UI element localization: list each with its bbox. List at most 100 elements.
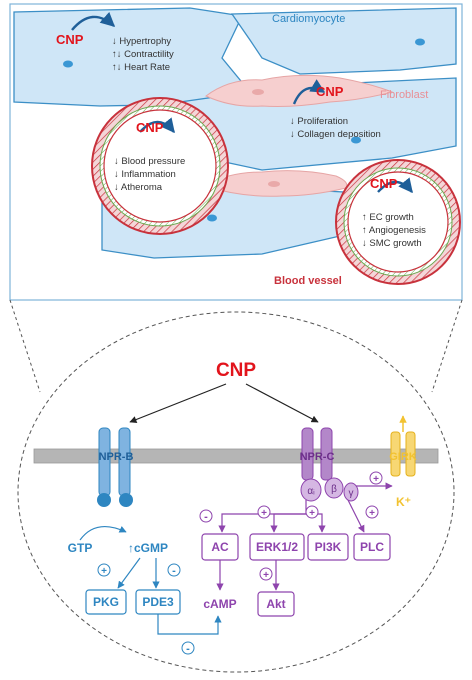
cgmp-to-pkg-arrow bbox=[117, 557, 141, 589]
npr-b-receptor: NPR-B bbox=[97, 427, 134, 507]
erk-label: ERK1/2 bbox=[256, 540, 298, 554]
nucleus bbox=[252, 89, 264, 95]
cnp-label: CNP bbox=[370, 176, 398, 191]
vessel-left-cnp-group: CNP ↓ Blood pressure ↓ Inflammation ↓ At… bbox=[114, 117, 185, 193]
cgmp-label: ↑cGMP bbox=[128, 541, 168, 555]
autocrine-arrow bbox=[139, 117, 175, 134]
effect-text: ↓ SMC growth bbox=[362, 238, 422, 249]
cnp-to-nprc-arrow bbox=[245, 383, 319, 423]
plus-sign bbox=[369, 471, 383, 485]
blood-vessel-left bbox=[91, 97, 229, 235]
effect-text: ↑ EC growth bbox=[362, 212, 414, 223]
girk-label: GIRK bbox=[389, 451, 417, 463]
minus-sign-text: - bbox=[172, 565, 176, 577]
plc-label: PLC bbox=[360, 540, 384, 554]
cardio-cnp-group: CNP ↓ Hypertrophy ↑↓ Contractility ↑↓ He… bbox=[56, 11, 174, 73]
plus-sign-text: + bbox=[263, 570, 269, 581]
effect-text: ↓ Atheroma bbox=[114, 182, 163, 193]
fibroblasts bbox=[202, 74, 394, 197]
g-beta-subunit bbox=[324, 477, 344, 499]
bg-to-plc-arrow bbox=[347, 499, 365, 533]
minus-sign bbox=[167, 563, 181, 577]
plus-sign-text: + bbox=[101, 566, 107, 577]
zoom-line-left bbox=[9, 299, 41, 393]
effect-text: ↑↓ Heart Rate bbox=[112, 62, 170, 73]
zoom-line-right bbox=[431, 299, 463, 393]
autocrine-arrow bbox=[377, 177, 413, 194]
cnp-to-nprb-arrow bbox=[129, 383, 227, 423]
g-gamma-subunit bbox=[343, 482, 359, 502]
plus-sign bbox=[365, 505, 379, 519]
nucleus bbox=[207, 214, 217, 222]
effect-text: ↓ Inflammation bbox=[114, 169, 176, 180]
gtp-to-cgmp-arrow bbox=[79, 525, 127, 541]
blood-vessel-right bbox=[335, 159, 461, 285]
alpha-label: αᵢ bbox=[307, 486, 315, 497]
blood-vessel-label: Blood vessel bbox=[274, 275, 342, 287]
akt-box bbox=[257, 591, 295, 617]
catalytic-domain bbox=[97, 493, 111, 507]
fibroblast-upper bbox=[205, 74, 394, 107]
plus-sign bbox=[305, 505, 319, 519]
nucleus bbox=[268, 181, 280, 187]
plus-sign bbox=[259, 567, 273, 581]
cell-membrane bbox=[33, 448, 439, 464]
effect-text: ↑ Angiogenesis bbox=[362, 225, 426, 236]
plus-sign-text: + bbox=[261, 508, 267, 519]
plus-sign bbox=[257, 505, 271, 519]
npr-b-label: NPR-B bbox=[99, 451, 134, 463]
cardiomyocyte-label: Cardiomyocyte bbox=[272, 13, 345, 25]
ac-label: AC bbox=[211, 540, 229, 554]
cardiomyocyte-top-right bbox=[230, 7, 457, 75]
vessel-right-cnp-group: CNP ↑ EC growth ↑ Angiogenesis ↓ SMC gro… bbox=[362, 176, 426, 249]
pkg-label: PKG bbox=[93, 595, 119, 609]
pde3-to-camp-arrow bbox=[157, 614, 222, 635]
cnp-label: CNP bbox=[56, 32, 84, 47]
plus-sign-text: + bbox=[309, 508, 315, 519]
cnp-label: CNP bbox=[316, 84, 344, 99]
cnp-label: CNP bbox=[136, 120, 164, 135]
effect-text: ↑↓ Contractility bbox=[112, 49, 174, 60]
akt-label: Akt bbox=[266, 597, 285, 611]
effect-text: ↓ Hypertrophy bbox=[112, 36, 171, 47]
fibroblast-label: Fibroblast bbox=[380, 89, 428, 101]
beta-label: β bbox=[331, 484, 337, 495]
plus-sign bbox=[97, 563, 111, 577]
pi3k-box bbox=[307, 533, 349, 561]
pde3-label: PDE3 bbox=[142, 595, 174, 609]
autocrine-arrow bbox=[292, 79, 326, 105]
minus-sign bbox=[199, 509, 213, 523]
minus-sign-text: - bbox=[186, 643, 190, 655]
plus-sign-text: + bbox=[369, 508, 375, 519]
gtp-label: GTP bbox=[68, 541, 93, 555]
gamma-label: γ bbox=[349, 488, 354, 499]
npr-c-label: NPR-C bbox=[300, 451, 335, 463]
alpha-to-erk-arrow bbox=[270, 513, 306, 533]
k-ion-label: K⁺ bbox=[396, 495, 411, 509]
minus-sign-text: - bbox=[204, 511, 208, 523]
effect-text: ↓ Proliferation bbox=[290, 116, 348, 127]
pkg-box bbox=[85, 589, 127, 615]
nucleus bbox=[415, 38, 425, 46]
autocrine-arrow bbox=[71, 11, 116, 31]
tissue-panel: CNP ↓ Hypertrophy ↑↓ Contractility ↑↓ He… bbox=[9, 3, 463, 301]
cnp-ligand-label: CNP bbox=[216, 360, 256, 381]
nucleus bbox=[63, 60, 73, 68]
g-alpha-subunit bbox=[300, 478, 322, 502]
pi3k-label: PI3K bbox=[315, 540, 342, 554]
cell-outline bbox=[17, 311, 455, 673]
plc-box bbox=[353, 533, 391, 561]
signaling-cell: CNP NPR-B NPR-C αᵢ β γ bbox=[17, 311, 455, 673]
npr-c-receptor: NPR-C αᵢ β γ bbox=[300, 427, 359, 502]
catalytic-domain bbox=[119, 493, 133, 507]
minus-sign bbox=[181, 641, 195, 655]
camp-label: cAMP bbox=[203, 597, 236, 611]
nucleus bbox=[351, 136, 361, 144]
effect-text: ↓ Collagen deposition bbox=[290, 129, 381, 140]
plus-sign-text: + bbox=[373, 474, 379, 485]
girk-channel: GIRK K⁺ bbox=[389, 415, 417, 509]
fibro-cnp-group: CNP ↓ Proliferation ↓ Collagen depositio… bbox=[290, 79, 381, 140]
effect-text: ↓ Blood pressure bbox=[114, 156, 185, 167]
erk-box bbox=[249, 533, 305, 561]
